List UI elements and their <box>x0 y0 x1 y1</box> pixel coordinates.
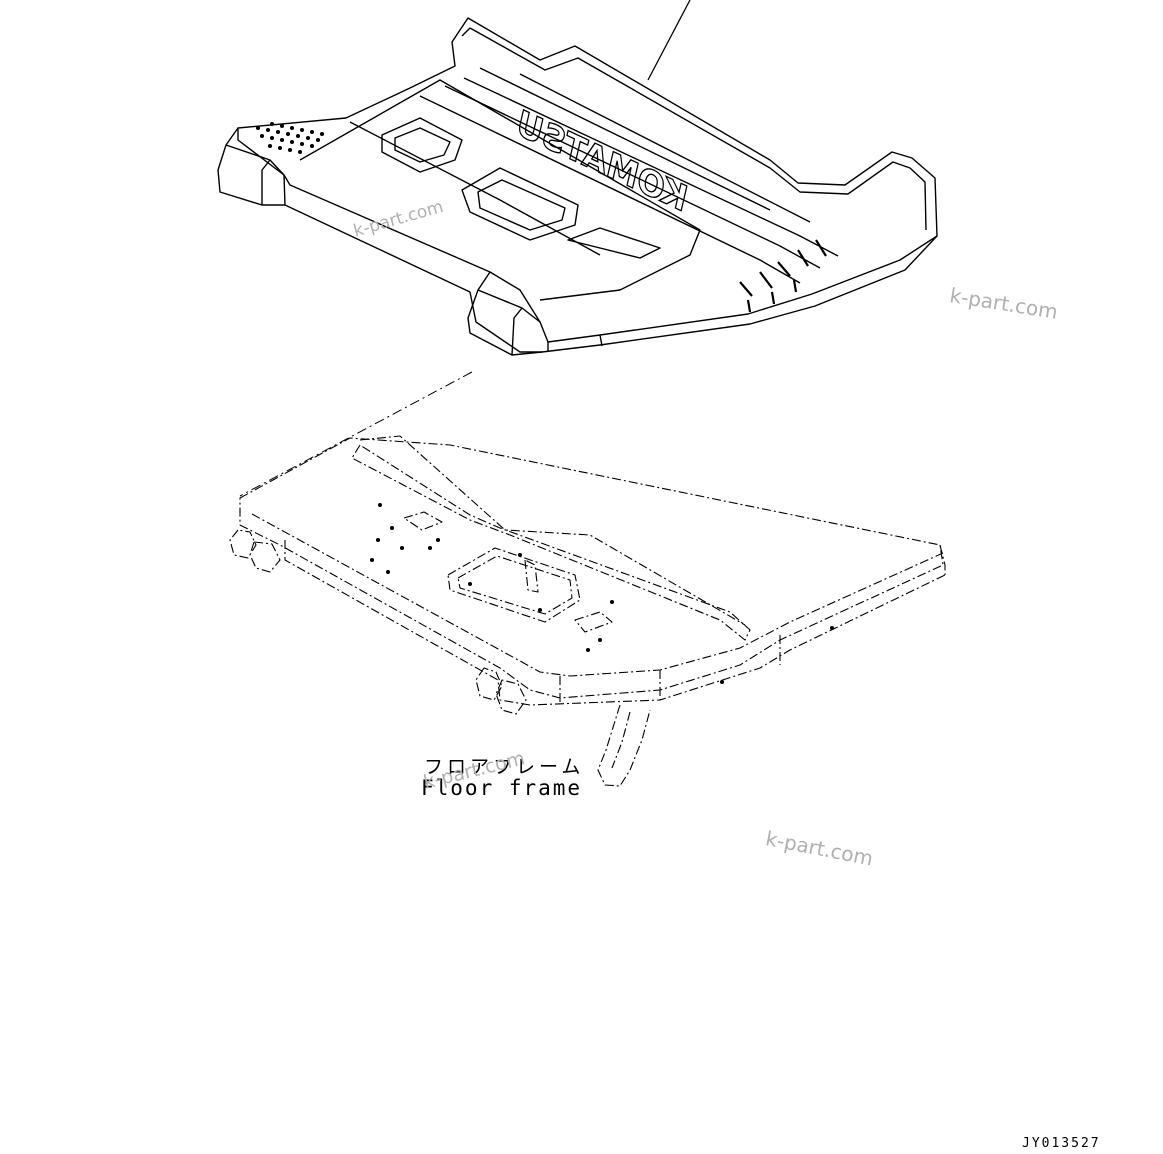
floor-mat-wedge-opening <box>567 227 661 259</box>
floor-frame-hinge-front <box>475 667 527 715</box>
floor-mat-center-hatch <box>461 167 579 241</box>
floor-mat-rim <box>469 27 927 231</box>
floor-mat-front-corner-block <box>467 271 543 356</box>
part-label-japanese: フロアフレーム <box>424 756 585 778</box>
floor-frame-outline <box>239 437 944 699</box>
floor-mat-front-edge <box>283 174 938 353</box>
floor-mat-clips <box>739 239 827 313</box>
floor-frame-hinge-left <box>229 529 281 573</box>
floor-frame-bolt-holes <box>370 503 834 684</box>
assembly-dash-line <box>239 371 473 497</box>
callout-leader-line <box>647 0 691 81</box>
floor-frame-plate <box>351 444 751 641</box>
part-label-english: Floor frame <box>421 776 583 800</box>
floor-frame-lower-bracket <box>597 704 651 787</box>
floor-mat-logo: KOMATSU <box>513 103 691 221</box>
drawing-code: JY013527 <box>1022 1136 1101 1151</box>
floor-mat <box>217 17 938 356</box>
floor-mat-vent-grille <box>256 122 324 154</box>
floor-mat-outline <box>237 17 938 343</box>
floor-mat-foot-opening <box>381 117 463 173</box>
floor-frame <box>229 435 946 787</box>
floor-mat-left-corner-block <box>217 127 285 206</box>
floor-frame-center-hatch <box>447 547 581 623</box>
